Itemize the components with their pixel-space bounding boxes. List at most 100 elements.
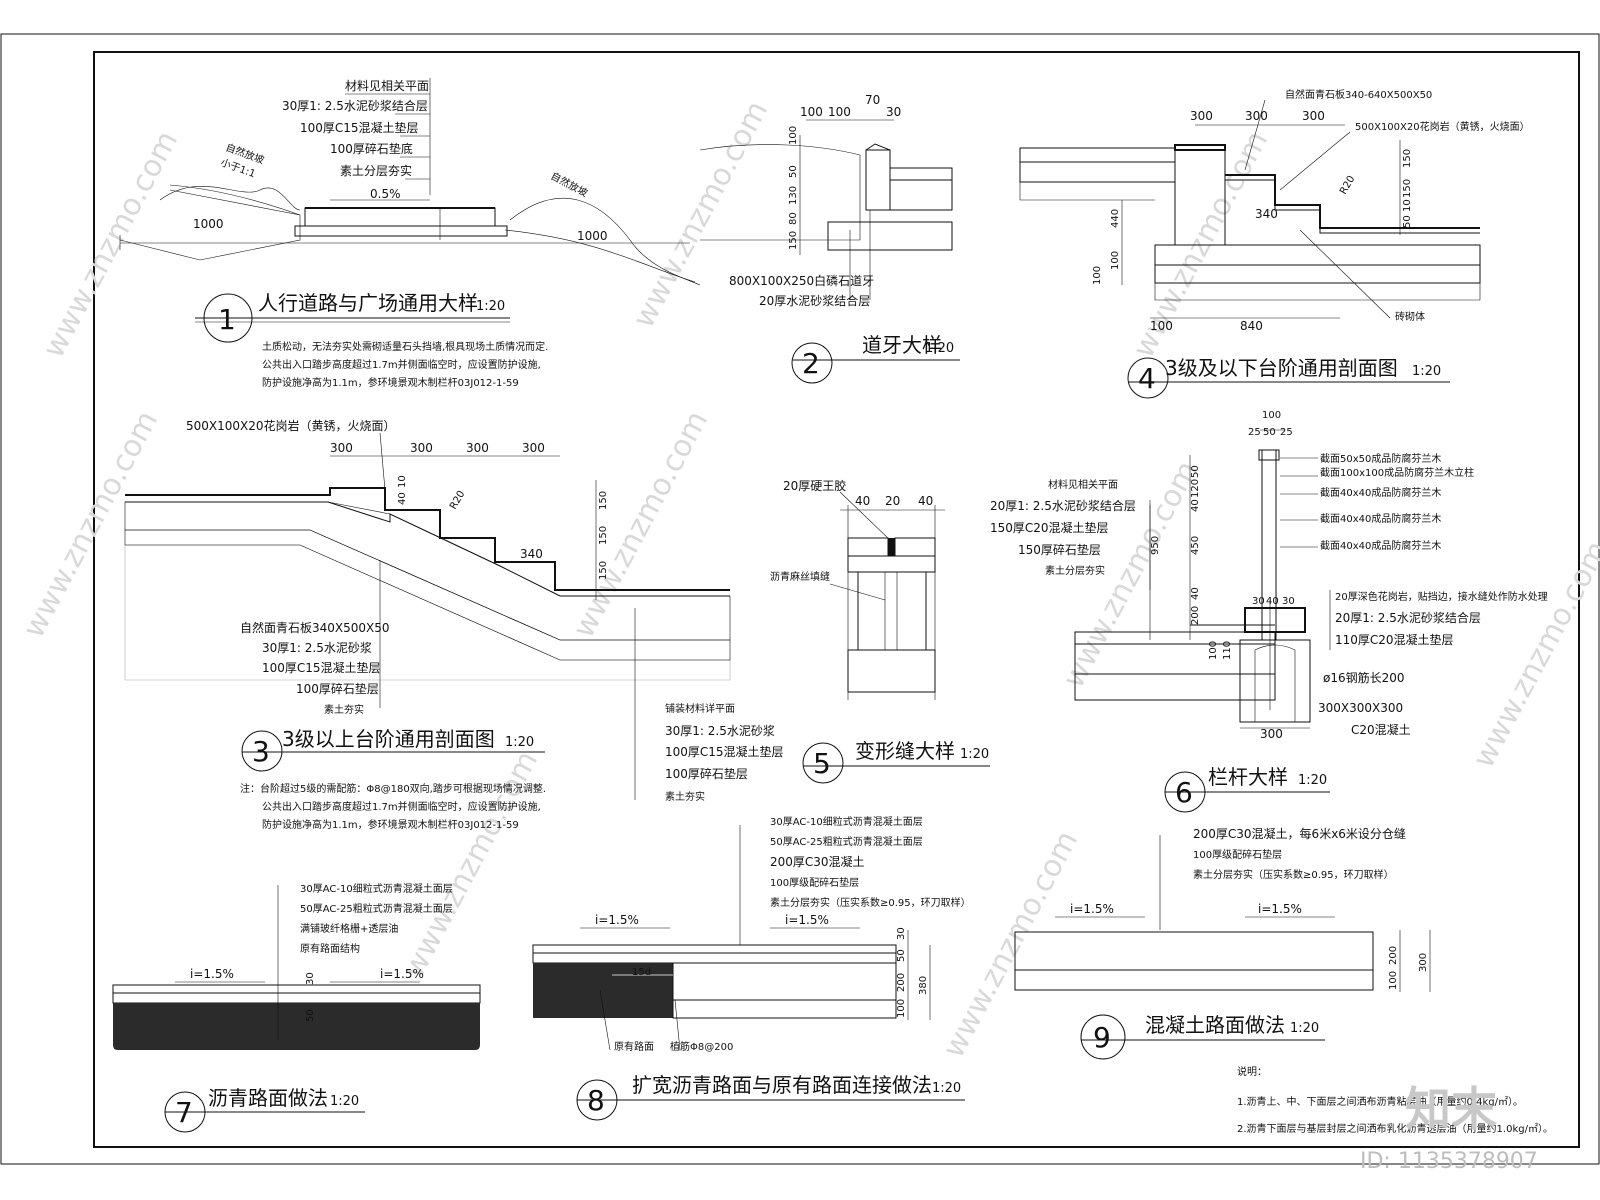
d3-layer2: 100厚C15混凝土垫层 <box>665 744 784 759</box>
d4-small: 340 <box>1255 207 1278 221</box>
d3-layer2: 铺装材料详平面 <box>665 702 735 715</box>
d3-layer: 自然面青石板340X500X50 <box>240 620 390 635</box>
d6-layer-right: 20厚深色花岗岩，贴挡边，接水缝处作防水处理 <box>1335 590 1548 603</box>
d2-number: 2 <box>802 347 820 380</box>
d4-number-circle <box>1127 357 1169 399</box>
detail-8: 30厚AC-10细粒式沥青混凝土面层 50厚AC-25粗粒式沥青混凝土面层 20… <box>532 815 971 1121</box>
d6-layer-left: 20厚1: 2.5水泥砂浆结合层 <box>990 498 1136 513</box>
d6-dim-side: 120 <box>1190 479 1201 498</box>
watermark-text: www.znzmo.com <box>936 825 1085 1064</box>
d4-scale: 1:20 <box>1412 364 1441 379</box>
d8-layer: 200厚C30混凝土 <box>770 854 865 869</box>
d1-note: 土质松动，无法夯实处需砌适量石头挡墙,根具现场土质情况而定. <box>262 340 548 353</box>
d6-dim-side: 450 <box>1190 536 1201 555</box>
notes-line: 2.沥青下面层与基层封层之间洒布乳化沥青透层油（用量约1.0kg/㎡）。 <box>1237 1122 1553 1135</box>
d3-small: 340 <box>520 547 543 561</box>
d6-dim-side: 40 <box>1190 587 1201 600</box>
d5-dim: 40 <box>918 494 933 508</box>
d2-dim: 30 <box>886 105 901 119</box>
d4-small: 100 <box>1092 266 1103 285</box>
d6-base: C20混凝土 <box>1351 722 1411 737</box>
notes-line: 1.沥青上、中、下面层之间洒布沥青粘层油（用量约0.4kg/㎡）。 <box>1237 1095 1523 1108</box>
d9-layer: 素土分层夯实（压实系数≥0.95，环刀取样） <box>1193 868 1394 881</box>
d6-dim-side: 50 <box>1190 465 1201 478</box>
d9-dim: 200 <box>1388 946 1399 965</box>
d4-dim-side: 150 <box>1402 179 1413 198</box>
d1-number: 1 <box>218 303 236 336</box>
detail-6: 100 25 50 25 50 120 40 450 950 40 200 10… <box>990 410 1548 813</box>
d2-dim: 150 <box>788 231 799 250</box>
d6-rail-label: 截面50x50成品防腐芬兰木 <box>1320 452 1441 465</box>
d7-slope: i=1.5% <box>190 967 234 981</box>
d1-layer: 100厚C15混凝土垫层 <box>300 120 419 135</box>
d6-scale: 1:20 <box>1298 773 1327 788</box>
d7-layer: 原有路面结构 <box>300 942 360 955</box>
d8-dim: 200 <box>896 973 907 992</box>
detail-7: 30厚AC-10细粒式沥青混凝土面层 50厚AC-25粗粒式沥青混凝土面层 满铺… <box>112 882 481 1133</box>
d6-layer-right: 110厚C20混凝土垫层 <box>1335 632 1454 647</box>
d1-dim: 1000 <box>193 217 224 231</box>
d6-dim-top: 100 <box>1262 410 1281 421</box>
d9-slope: i=1.5% <box>1258 902 1302 916</box>
d3-number-circle <box>241 730 283 772</box>
d4-dim: 300 <box>1190 109 1213 123</box>
d4-number: 4 <box>1138 362 1156 395</box>
d3-dim: 300 <box>466 441 489 455</box>
d6-dim-top: 25 <box>1280 427 1293 438</box>
d4-small: 100 <box>1110 251 1121 270</box>
d4-ref: 砖砌体 <box>1395 310 1425 323</box>
d5-number-circle <box>802 742 844 784</box>
d4-top-label: 自然面青石板340-640X500X50 <box>1285 88 1432 101</box>
d9-number: 9 <box>1093 1021 1111 1054</box>
d3-dim: 300 <box>522 441 545 455</box>
d1-note: 公共出入口踏步高度超过1.7m并侧面临空时，应设置防护设施, <box>262 358 541 371</box>
detail-3: 300 300 300 300 500X100X20花岗岩（黄锈，火烧面） 15… <box>124 418 784 831</box>
d7-dim: 30 <box>305 972 316 985</box>
d3-note: 公共出入口踏步高度超过1.7m并侧面临空时，应设置防护设施, <box>262 800 541 813</box>
d8-slope: i=1.5% <box>785 913 829 927</box>
d9-number-circle <box>1080 1014 1126 1060</box>
d4-label: 自然面青石板340-640X500X50 <box>1285 88 1432 101</box>
d1-layer: 材料见相关平面 <box>345 79 429 93</box>
d7-layer: 50厚AC-25粗粒式沥青混凝土面层 <box>300 902 453 915</box>
d8-dim: 100 <box>896 999 907 1018</box>
d6-rail-label: 截面40x40成品防腐芬兰木 <box>1320 486 1441 499</box>
d3-note: 注：台阶超过5级的需配筋：Φ8@180双向,踏步可根据现场情况调整. <box>240 782 546 795</box>
d2-layer: 800X100X250白磷石道牙 <box>729 273 874 288</box>
d8-dim: 30 <box>896 927 907 940</box>
d1-slope: 0.5% <box>370 187 401 201</box>
brand-logo: 知末 <box>1405 1082 1497 1136</box>
d5-label: 20厚硬王胶 <box>783 478 846 493</box>
detail-4: 300 300 300 自然面青石板340-640X500X50 500X100… <box>1019 88 1530 399</box>
d6-dim-side: 110 <box>1222 641 1233 660</box>
d1-layer: 素土分层夯实 <box>340 163 412 178</box>
d9-dim: 300 <box>1418 953 1429 972</box>
d6-layer-left: 150厚碎石垫层 <box>1018 542 1101 557</box>
d6-dim-small: 40 <box>1266 596 1279 607</box>
d3-dim-side: 150 <box>598 491 609 510</box>
d2-dim: 100 <box>788 126 799 145</box>
d4-small: 840 <box>1240 319 1263 333</box>
d2-dim: 70 <box>865 93 880 107</box>
d4-label2: 500X100X20花岗岩（黄锈，火烧面） <box>1355 120 1530 133</box>
d3-top-label: 500X100X20花岗岩（黄锈，火烧面） <box>186 418 396 433</box>
d6-base: 300X300X300 <box>1318 701 1403 715</box>
d6-rail-label: 截面40x40成品防腐芬兰木 <box>1320 512 1441 525</box>
d6-layer-right: 20厚1: 2.5水泥砂浆结合层 <box>1335 610 1481 625</box>
d7-dim: 50 <box>305 1009 316 1022</box>
d7-layer: 30厚AC-10细粒式沥青混凝土面层 <box>300 882 453 895</box>
d1-label: 自然放坡 <box>549 169 590 199</box>
d9-layer: 100厚级配碎石垫层 <box>1193 848 1282 861</box>
d5-dim: 40 <box>855 494 870 508</box>
d1-title: 人行道路与广场通用大样 <box>258 291 478 315</box>
d8-layer: 50厚AC-25粗粒式沥青混凝土面层 <box>770 835 923 848</box>
detail-9: 200厚C30混凝土，每6米x6米设分仓缝 100厚级配碎石垫层 素土分层夯实（… <box>1014 826 1431 1060</box>
d3-layer2: 30厚1: 2.5水泥砂浆 <box>665 723 775 738</box>
d6-title: 栏杆大样 <box>1208 765 1288 789</box>
d4-dim: 300 <box>1245 109 1268 123</box>
d6-layer-left: 150厚C20混凝土垫层 <box>990 520 1109 535</box>
d8-layer: 100厚级配碎石垫层 <box>770 876 859 889</box>
d2-layer: 20厚水泥砂浆结合层 <box>759 293 870 308</box>
d1-scale: 1:20 <box>476 299 505 314</box>
